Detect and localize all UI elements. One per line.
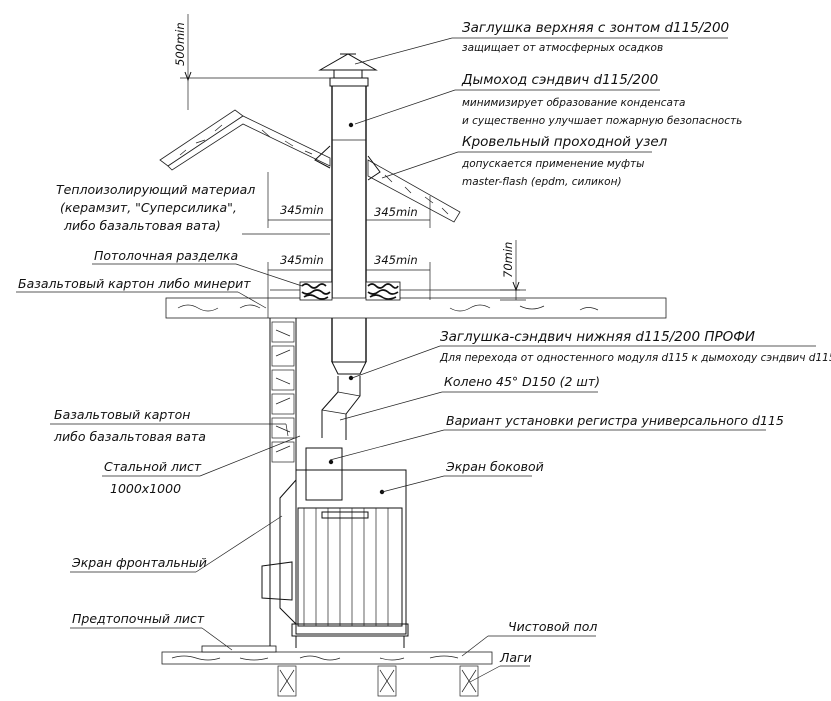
label-insulation-1: Теплоизолирующий материал (56, 182, 255, 197)
label-chimney-note-2: и существенно улучшает пожарную безопасн… (462, 115, 742, 127)
label-chimney-note-1: минимизирует образование конденсата (462, 97, 685, 109)
label-pre-furnace: Предтопочный лист (72, 611, 205, 626)
label-ceiling-cut: Потолочная разделка (94, 248, 238, 263)
label-cap-top-note: защищает от атмосферных осадков (462, 42, 663, 54)
dimension-lines (180, 14, 526, 318)
label-steel-sheet-2: 1000x1000 (110, 481, 181, 496)
label-roof-node-note-2: master-flash (epdm, силикон) (462, 176, 622, 188)
label-cap-top: Заглушка верхняя с зонтом d115/200 (462, 20, 729, 36)
text-labels: Заглушка верхняя с зонтом d115/200 защищ… (18, 20, 831, 665)
label-roof-node: Кровельный проходной узел (462, 134, 668, 150)
label-basalt-ceiling: Базальтовый картон либо минерит (18, 276, 251, 291)
chimney-pipe (305, 53, 378, 501)
stove (261, 469, 409, 648)
label-steel-sheet-1: Стальной лист (104, 459, 202, 474)
label-insulation-3: либо базальтовая вата) (63, 218, 221, 233)
dim-ceiling-height: 70min (501, 242, 515, 278)
label-basalt-wall-1: Базальтовый картон (54, 407, 190, 422)
dim-cap-height: 500min (173, 22, 187, 66)
label-cap-bottom-note: Для перехода от одностенного модуля d115… (439, 352, 831, 364)
label-side-screen: Экран боковой (445, 459, 544, 474)
label-insulation-2: (керамзит, "Суперсилика", (60, 200, 237, 215)
label-front-screen: Экран фронтальный (71, 555, 207, 570)
dim-ceiling-left: 345min (280, 253, 324, 267)
leader-lines (16, 37, 816, 683)
dim-ceiling-right: 345min (374, 253, 418, 267)
insulation-fill (299, 281, 401, 301)
dim-roof-left: 345min (280, 203, 324, 217)
dim-roof-right: 345min (374, 205, 418, 219)
label-joists: Лаги (499, 650, 532, 665)
floor (161, 645, 493, 697)
label-register: Вариант установки регистра универсальног… (446, 413, 784, 428)
label-elbow: Колено 45° D150 (2 шт) (444, 374, 600, 389)
label-cap-bottom: Заглушка-сэндвич нижняя d115/200 ПРОФИ (440, 329, 755, 345)
ceiling (165, 281, 667, 319)
label-roof-node-note-1: допускается применение муфты (461, 158, 644, 170)
label-finish-floor: Чистовой пол (508, 619, 597, 634)
label-chimney: Дымоход сэндвич d115/200 (461, 72, 658, 88)
label-basalt-wall-2: либо базальтовая вата (53, 429, 206, 444)
roof (159, 109, 461, 223)
